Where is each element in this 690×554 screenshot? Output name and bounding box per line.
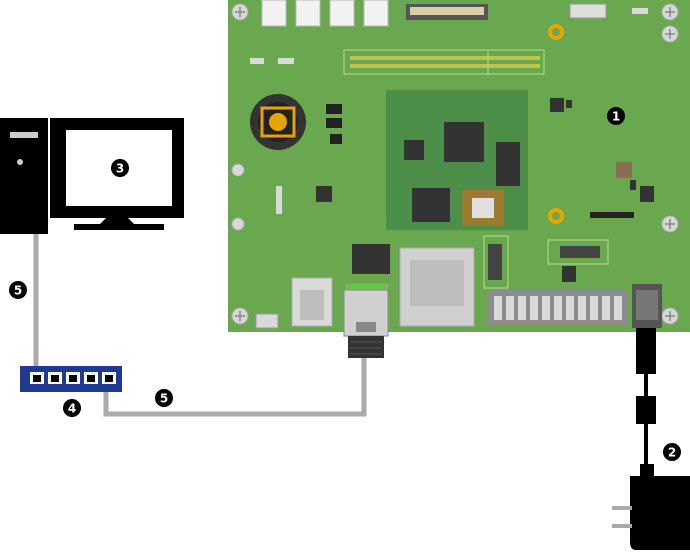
memory-chip (412, 188, 450, 222)
svg-text:1: 1 (612, 110, 620, 124)
callout-cable-pc: 5 (9, 281, 27, 299)
connector-top-right (569, 3, 607, 19)
terminal-block (488, 290, 628, 326)
svg-text:5: 5 (14, 284, 22, 298)
ethernet-cable-board (103, 352, 367, 417)
ac-adapter-icon (612, 464, 690, 550)
callout-board: 1 (607, 107, 625, 125)
svg-text:5: 5 (160, 392, 168, 406)
callout-power-adapter: 2 (663, 443, 681, 461)
svg-text:4: 4 (68, 402, 76, 416)
small-components (250, 8, 654, 282)
sd-card-slot (399, 247, 475, 327)
callout-pc: 3 (111, 159, 129, 177)
desktop-pc-icon (0, 118, 184, 234)
callout-hub: 4 (63, 399, 81, 417)
som-module (386, 90, 528, 230)
power-cable (636, 328, 656, 464)
processor-chip (444, 122, 484, 162)
svg-text:3: 3 (116, 162, 124, 176)
micro-usb-connector (255, 313, 279, 329)
callout-cable-board: 5 (155, 389, 173, 407)
coin-battery-holder (250, 94, 306, 150)
development-board (228, 0, 690, 332)
svg-text:2: 2 (668, 446, 676, 460)
ethernet-plug-icon (343, 289, 389, 358)
usb-connectors-top (261, 0, 389, 27)
network-hub-icon (20, 366, 122, 392)
